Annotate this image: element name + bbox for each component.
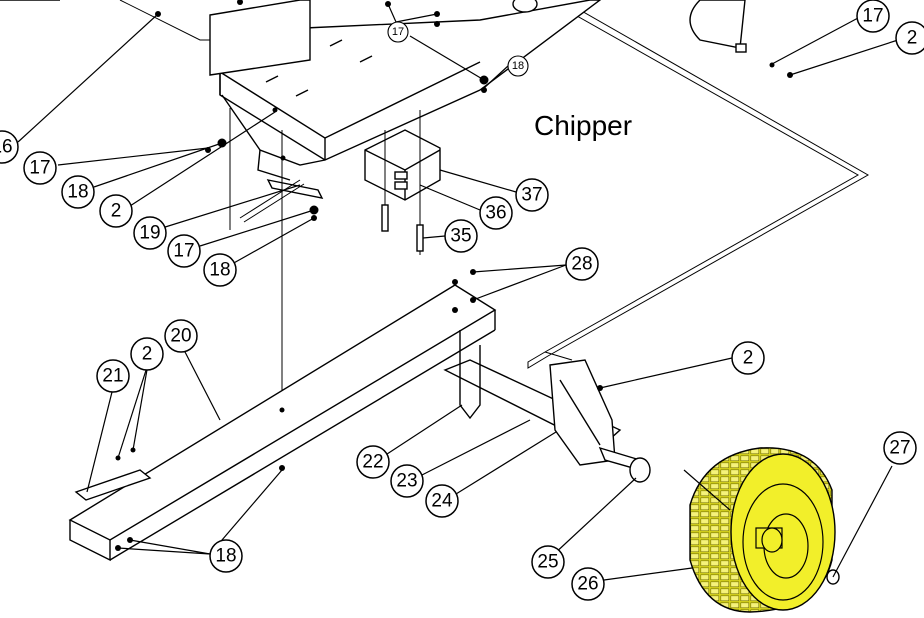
deck-plate xyxy=(0,0,602,161)
callout-27: 27 xyxy=(883,431,917,465)
svg-text:19: 19 xyxy=(139,223,160,244)
svg-text:20: 20 xyxy=(170,326,191,347)
wheel-26 xyxy=(689,447,836,613)
callout-23: 23 xyxy=(390,464,424,498)
callout-18-small: 18 xyxy=(507,55,529,77)
mount-bracket xyxy=(221,94,326,410)
svg-text:17: 17 xyxy=(29,158,50,179)
svg-text:2: 2 xyxy=(743,348,754,369)
callout-2: 2 xyxy=(895,21,924,55)
callout-2: 2 xyxy=(130,337,164,371)
callout-18: 18 xyxy=(203,253,237,287)
callout-16: 16 xyxy=(0,130,19,164)
svg-text:23: 23 xyxy=(396,471,417,492)
callout-28: 28 xyxy=(565,247,599,281)
callout-18: 18 xyxy=(209,539,243,573)
deck-slots xyxy=(265,39,373,97)
svg-text:17: 17 xyxy=(392,26,404,38)
svg-text:2: 2 xyxy=(111,201,122,222)
svg-text:36: 36 xyxy=(485,203,506,224)
svg-text:18: 18 xyxy=(215,546,236,567)
fender xyxy=(512,0,747,53)
frame-rail xyxy=(68,284,497,562)
svg-text:24: 24 xyxy=(431,491,453,512)
callout-17: 17 xyxy=(23,151,57,185)
diagram-title: Chipper xyxy=(534,110,633,141)
svg-text:2: 2 xyxy=(907,28,918,49)
svg-text:25: 25 xyxy=(537,552,558,573)
svg-text:16: 16 xyxy=(0,137,13,158)
svg-text:2: 2 xyxy=(142,344,153,365)
svg-text:28: 28 xyxy=(571,254,592,275)
svg-text:17: 17 xyxy=(862,6,883,27)
svg-text:18: 18 xyxy=(512,60,524,72)
callout-26: 26 xyxy=(571,567,605,601)
svg-text:27: 27 xyxy=(889,438,910,459)
callout-21: 21 xyxy=(96,359,130,393)
axle-assembly xyxy=(443,330,651,483)
callout-25: 25 xyxy=(531,545,565,579)
callout-20: 20 xyxy=(164,319,198,353)
callout-17-small: 17 xyxy=(387,21,409,43)
callout-35: 35 xyxy=(444,219,478,253)
chipper-outline xyxy=(527,0,870,369)
callout-2: 2 xyxy=(731,341,765,375)
callout-24: 24 xyxy=(425,484,459,518)
svg-text:37: 37 xyxy=(521,185,542,206)
callout-36: 36 xyxy=(479,196,513,230)
callout-19: 19 xyxy=(133,216,167,250)
svg-text:17: 17 xyxy=(173,241,194,262)
svg-text:26: 26 xyxy=(577,574,598,595)
callout-17: 17 xyxy=(856,0,890,33)
callout-18: 18 xyxy=(61,175,95,209)
svg-text:18: 18 xyxy=(67,182,88,203)
callout-17: 17 xyxy=(167,234,201,268)
svg-text:21: 21 xyxy=(102,366,123,387)
svg-text:35: 35 xyxy=(450,226,471,247)
callout-2: 2 xyxy=(99,194,133,228)
callout-37: 37 xyxy=(515,178,549,212)
callout-22: 22 xyxy=(356,445,390,479)
leader-lines xyxy=(17,3,899,581)
svg-text:18: 18 xyxy=(209,260,230,281)
switch-box xyxy=(364,110,441,255)
svg-text:22: 22 xyxy=(362,452,383,473)
